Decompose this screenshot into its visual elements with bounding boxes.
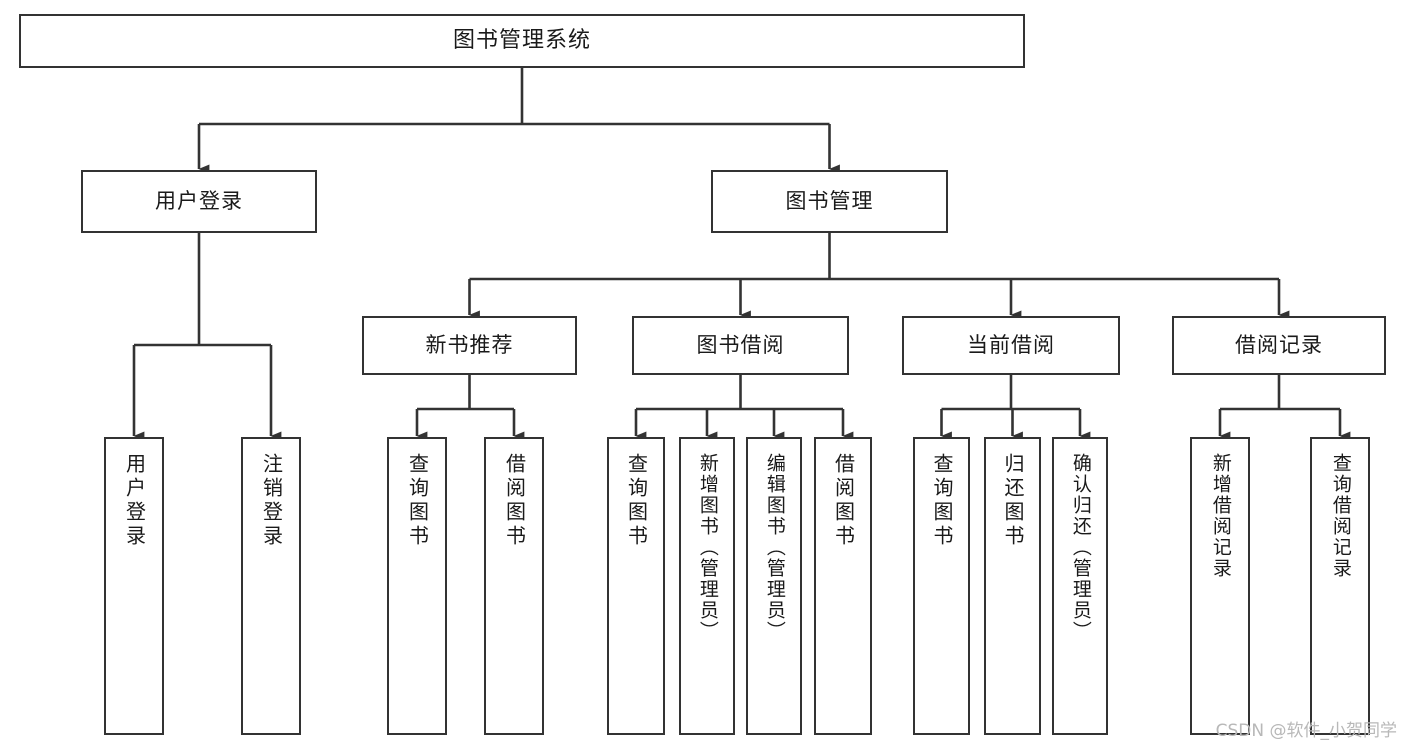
node-leaf-query-book-1[interactable]: 查询图书 — [387, 437, 447, 735]
node-label: 借阅记录 — [1235, 332, 1323, 357]
node-label: 归还图书 — [1001, 453, 1025, 549]
node-label: 查询图书 — [930, 453, 954, 549]
node-leaf-query-book-2[interactable]: 查询图书 — [607, 437, 665, 735]
node-leaf-borrow-book-1[interactable]: 借阅图书 — [484, 437, 544, 735]
node-leaf-add-borrow-record[interactable]: 新增借阅记录 — [1190, 437, 1250, 735]
node-label: 查询图书 — [405, 453, 430, 549]
node-label: 编辑图书（管理员） — [763, 453, 786, 642]
node-label: 借阅图书 — [831, 453, 856, 549]
node-label: 用户登录 — [155, 188, 243, 213]
node-label: 图书管理系统 — [452, 27, 591, 53]
node-leaf-confirm-return-admin[interactable]: 确认归还（管理员） — [1052, 437, 1108, 735]
node-label: 新书推荐 — [425, 332, 514, 357]
node-leaf-user-logout[interactable]: 注销登录 — [241, 437, 301, 735]
node-new-book-rec[interactable]: 新书推荐 — [362, 316, 577, 375]
node-label: 确认归还（管理员） — [1069, 453, 1092, 642]
node-leaf-borrow-book-2[interactable]: 借阅图书 — [814, 437, 872, 735]
node-leaf-query-borrow-record[interactable]: 查询借阅记录 — [1310, 437, 1370, 735]
node-label: 新增图书（管理员） — [696, 453, 719, 642]
node-user-login[interactable]: 用户登录 — [81, 170, 317, 233]
node-leaf-user-login[interactable]: 用户登录 — [104, 437, 164, 735]
node-leaf-edit-book-admin[interactable]: 编辑图书（管理员） — [746, 437, 802, 735]
node-current-borrow[interactable]: 当前借阅 — [902, 316, 1120, 375]
node-label: 新增借阅记录 — [1209, 453, 1232, 579]
node-label: 用户登录 — [122, 453, 147, 549]
node-leaf-add-book-admin[interactable]: 新增图书（管理员） — [679, 437, 735, 735]
node-leaf-return-book[interactable]: 归还图书 — [984, 437, 1041, 735]
node-label: 查询图书 — [624, 453, 649, 549]
node-label: 查询借阅记录 — [1329, 453, 1352, 579]
node-label: 注销登录 — [259, 453, 284, 549]
node-book-manage[interactable]: 图书管理 — [711, 170, 948, 233]
node-label: 图书管理 — [785, 188, 874, 213]
node-book-borrow[interactable]: 图书借阅 — [632, 316, 849, 375]
node-root[interactable]: 图书管理系统 — [19, 14, 1025, 68]
node-label: 图书借阅 — [696, 332, 785, 357]
node-leaf-query-book-3[interactable]: 查询图书 — [913, 437, 970, 735]
node-borrow-record[interactable]: 借阅记录 — [1172, 316, 1386, 375]
node-label: 借阅图书 — [502, 453, 527, 549]
node-label: 当前借阅 — [967, 332, 1055, 357]
